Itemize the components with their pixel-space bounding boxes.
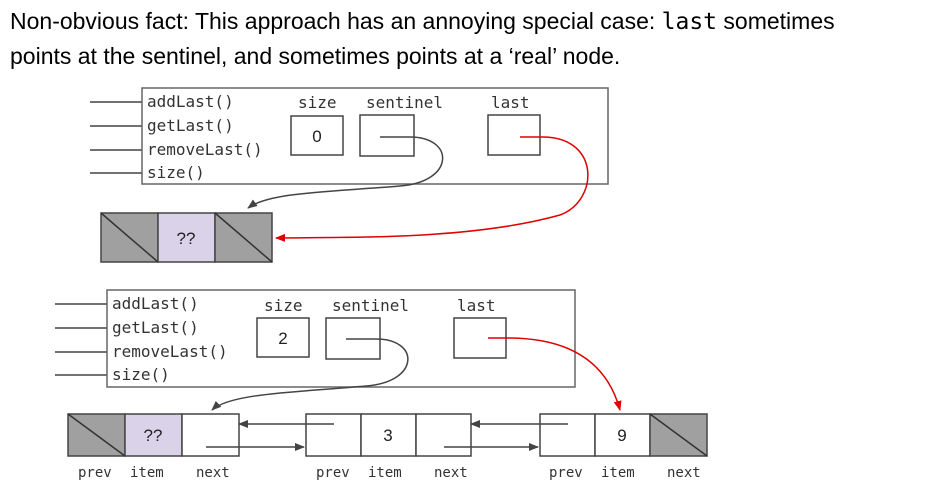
label-item-2: item [368, 465, 402, 481]
method-lines-1 [90, 101, 142, 174]
node-9-item-value: 9 [617, 426, 626, 445]
title-text-1: Non-obvious fact: This approach has an a… [10, 8, 662, 34]
label-item-3: item [601, 465, 635, 481]
title-code-last: last [661, 9, 718, 35]
label-item-1: item [130, 465, 164, 481]
title-line-1: Non-obvious fact: This approach has an a… [10, 4, 925, 39]
node-3-item-value: 3 [383, 426, 392, 445]
label-next-3: next [667, 465, 701, 481]
label-prev-3: prev [549, 465, 583, 481]
label-prev-1: prev [78, 465, 112, 481]
last-pointer [275, 136, 589, 242]
sentinel-item-value: ?? [177, 229, 196, 248]
node-9: 9 [539, 413, 708, 457]
last-box [487, 114, 541, 156]
field-label-size-2: size [264, 296, 303, 315]
size-value: 0 [312, 127, 321, 146]
method-removelast: removeLast() [147, 140, 263, 159]
title-line-2: points at the sentinel, and sometimes po… [10, 43, 621, 69]
last-pointer-2 [488, 337, 622, 411]
method-addlast-2: addLast() [112, 294, 199, 313]
sentinel-pointer [247, 136, 444, 209]
node-3: 3 [305, 413, 472, 457]
diagram-1: addLast() getLast() removeLast() size() … [90, 87, 609, 263]
field-label-last-2: last [457, 296, 496, 315]
method-addlast: addLast() [147, 92, 234, 111]
method-size: size() [147, 163, 205, 182]
sentinel-next-cell [181, 413, 240, 457]
size-value-2: 2 [278, 329, 287, 348]
sentinel-node: ?? [67, 413, 240, 457]
method-getlast-2: getLast() [112, 318, 199, 337]
sentinel-item-cell-2 [124, 413, 183, 457]
field-label-sentinel: sentinel [366, 93, 443, 112]
field-label-last: last [491, 93, 530, 112]
slide-title: Non-obvious fact: This approach has an a… [10, 4, 925, 73]
label-prev-2: prev [316, 465, 350, 481]
label-next-2: next [434, 465, 468, 481]
sentinel-pointer-2 [211, 338, 409, 411]
diagram-2: addLast() getLast() removeLast() size() … [55, 289, 708, 481]
field-label-size: size [298, 93, 337, 112]
size-box-2 [256, 317, 310, 358]
method-lines-2 [55, 303, 107, 376]
title-text-1b: sometimes [717, 8, 835, 34]
method-removelast-2: removeLast() [112, 342, 228, 361]
sentinel-item-value-2: ?? [144, 426, 163, 445]
size-box [290, 115, 344, 156]
node-links [206, 420, 568, 451]
field-label-sentinel-2: sentinel [332, 296, 409, 315]
method-getlast: getLast() [147, 116, 234, 135]
label-next-1: next [196, 465, 230, 481]
sentinel-box [359, 114, 415, 157]
method-size-2: size() [112, 365, 170, 384]
